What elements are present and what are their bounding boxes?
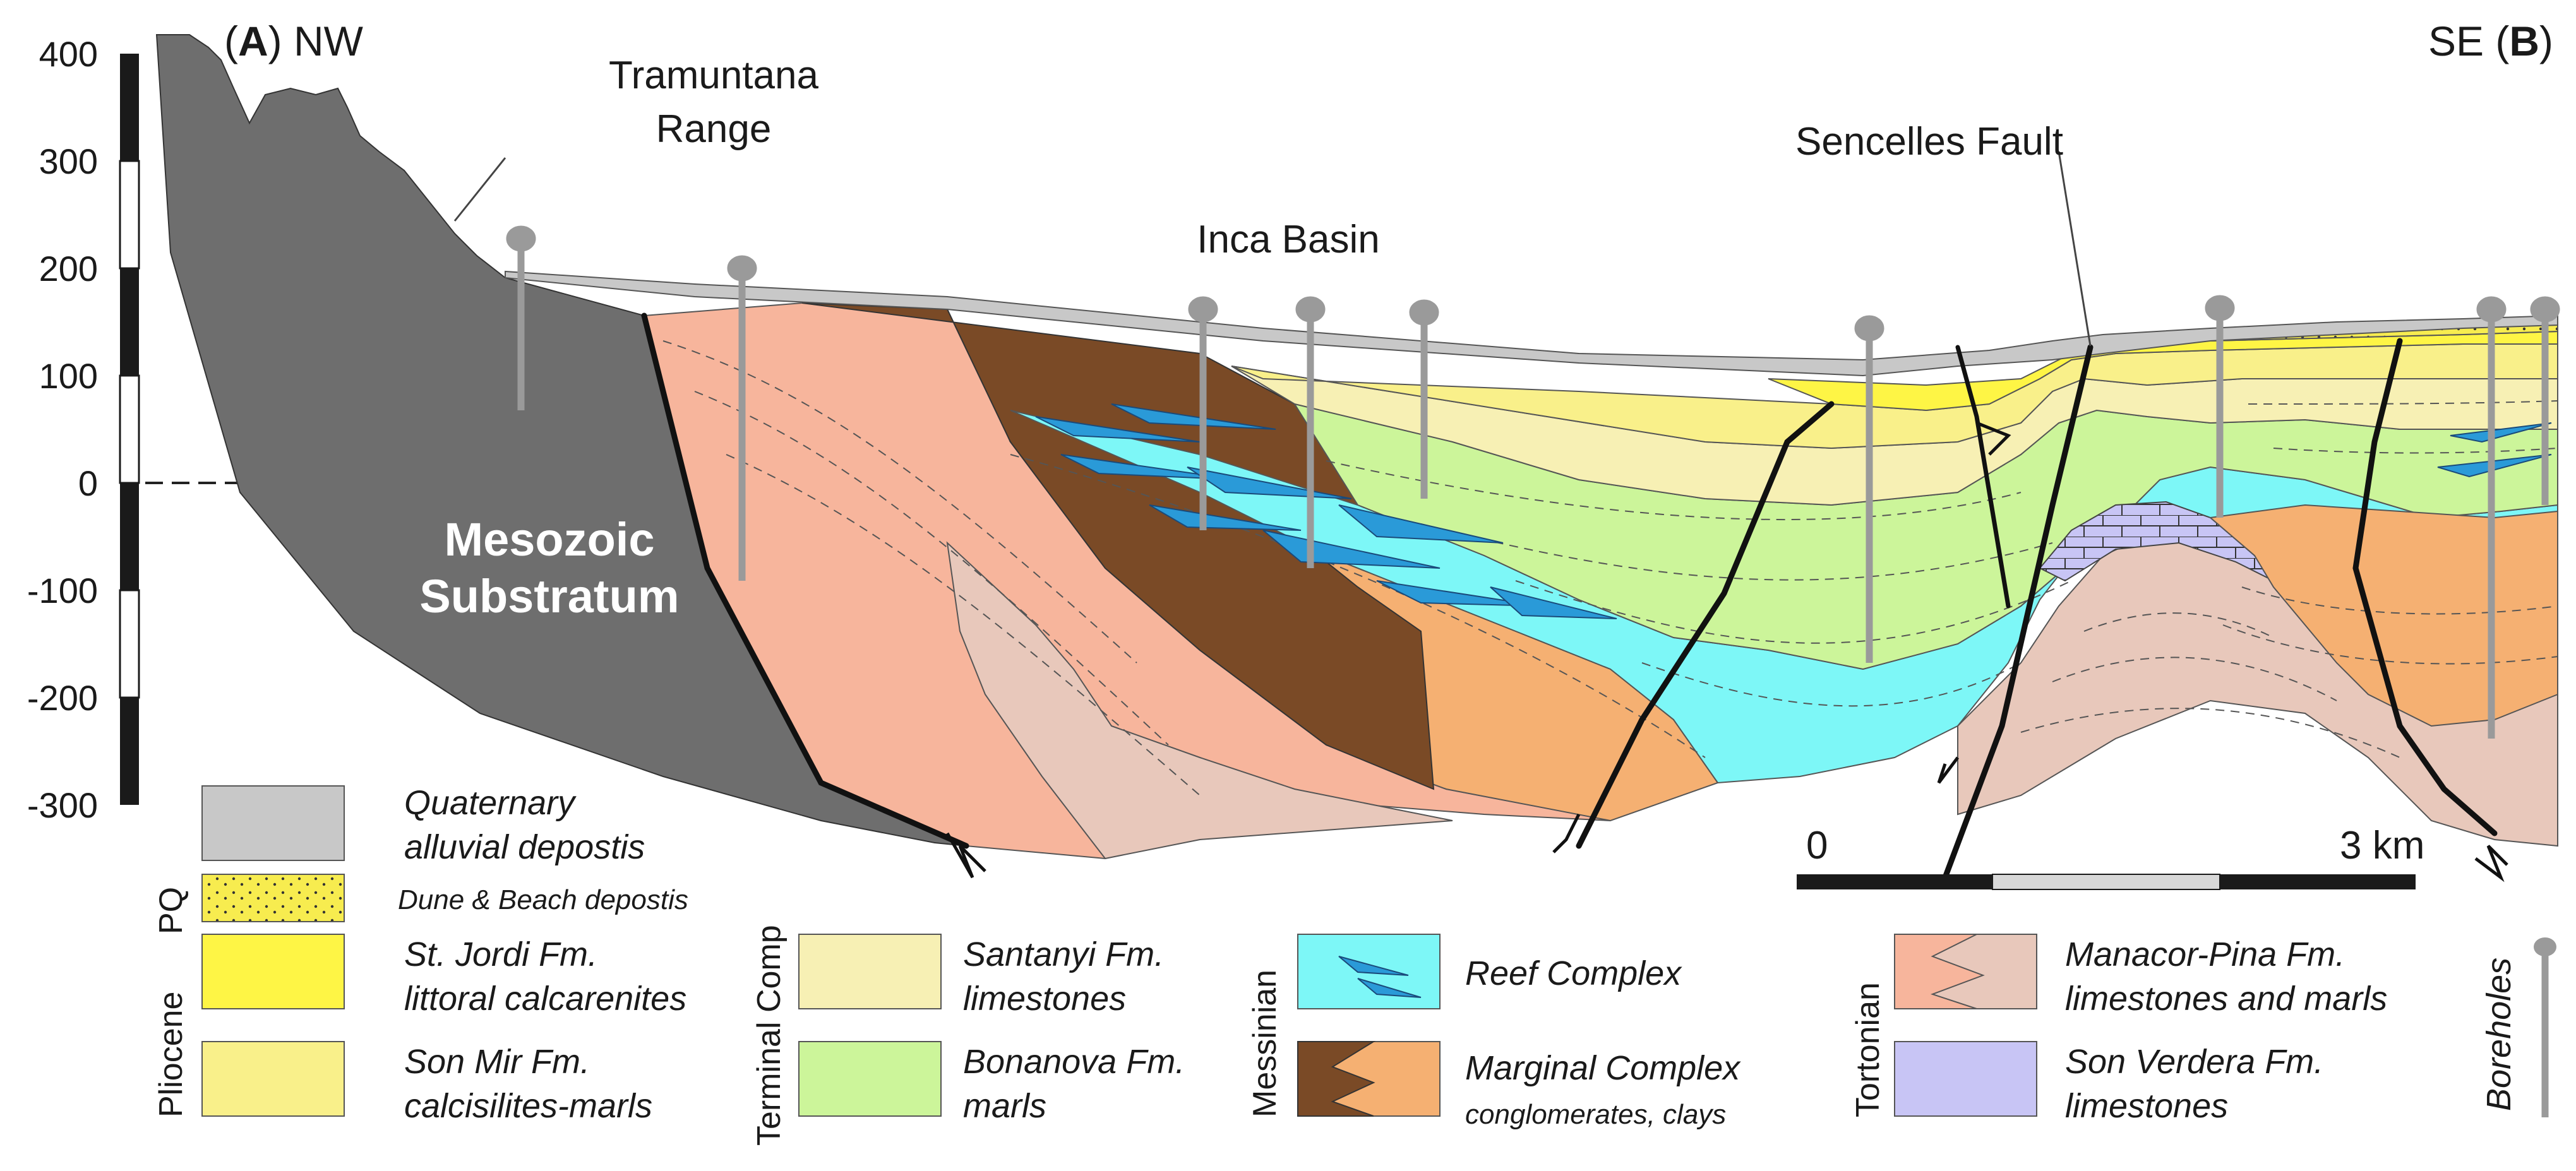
legend-boreholes-label: Boreholes <box>2480 958 2518 1111</box>
legend-bonanova-desc: marls <box>963 1087 1046 1125</box>
fault-leader <box>2058 151 2092 347</box>
legend-jordi-name: St. Jordi Fm. <box>404 936 597 973</box>
substratum-label-2: Substratum <box>419 570 679 622</box>
fault-label: Sencelles Fault <box>1795 120 2063 163</box>
legend-swatch-dune <box>201 874 345 922</box>
elevation-scale: 400 300 200 100 0 -100 -200 -300 <box>27 34 140 825</box>
elevation-tick-label: 100 <box>39 356 98 396</box>
legend-santanyi-desc: limestones <box>963 980 1126 1018</box>
end-b-label: SE (B) <box>2428 18 2553 64</box>
elevation-tick-label: 400 <box>39 34 98 74</box>
legend-marginal-name: Marginal Complex <box>1465 1049 1741 1087</box>
range-label-1: Tramuntana <box>609 54 818 97</box>
legend-group-tortonian: Tortonian <box>1850 982 1886 1117</box>
legend-manacor-wedge-icon <box>1894 934 1985 1009</box>
legend-manacor-name: Manacor-Pina Fm. <box>2065 936 2345 973</box>
range-leader <box>453 157 506 222</box>
elevation-tick-label: 0 <box>78 463 98 503</box>
legend: Quaternary alluvial depostis Dune & Beac… <box>153 784 2556 1146</box>
scale-start: 0 <box>1806 824 1828 867</box>
faults <box>641 312 2498 881</box>
elevation-tick-label: -100 <box>27 571 98 610</box>
reef-lenses <box>1035 403 2552 619</box>
legend-verdera-desc: limestones <box>2065 1087 2228 1125</box>
basin-label: Inca Basin <box>1197 218 1380 261</box>
scale-end: 3 km <box>2340 824 2424 867</box>
legend-dune-name: Dune & Beach depostis <box>398 884 688 915</box>
legend-swatch-verdera <box>1894 1041 2037 1117</box>
legend-marginal-desc: conglomerates, clays <box>1465 1099 1726 1130</box>
legend-swatch-santanyi <box>798 934 942 1009</box>
legend-group-messinian: Messinian <box>1247 970 1283 1117</box>
legend-swatch-quaternary <box>201 785 345 861</box>
legend-quaternary-name: Quaternary <box>404 784 577 822</box>
legend-group-terminal: Terminal Comp <box>751 925 788 1146</box>
manacor-pina-west-light <box>946 541 1453 860</box>
legend-swatch-sonmir <box>201 1041 345 1117</box>
legend-verdera-name: Son Verdera Fm. <box>2065 1043 2323 1081</box>
fault-arrows <box>945 421 2508 883</box>
elevation-tick-label: -200 <box>27 678 98 718</box>
legend-swatch-jordi <box>201 934 345 1009</box>
mesozoic-substratum <box>155 34 967 847</box>
legend-sonmir-name: Son Mir Fm. <box>404 1043 590 1081</box>
elevation-tick-label: 300 <box>39 141 98 181</box>
legend-swatch-bonanova <box>798 1041 942 1117</box>
boreholes <box>506 225 2560 739</box>
range-label-2: Range <box>656 107 772 151</box>
legend-reef-lens-icon <box>1338 956 1422 998</box>
legend-santanyi-name: Santanyi Fm. <box>963 936 1164 973</box>
legend-sonmir-desc: calcisilites-marls <box>404 1087 652 1125</box>
legend-borehole-head-icon <box>2534 937 2556 956</box>
legend-quaternary-desc: alluvial depostis <box>404 828 645 866</box>
legend-group-pliocene: Pliocene <box>153 992 189 1117</box>
bedding-lines <box>662 340 2558 796</box>
legend-jordi-desc: littoral calcarenites <box>404 980 686 1018</box>
legend-bonanova-name: Bonanova Fm. <box>963 1043 1185 1081</box>
elevation-tick-label: 200 <box>39 249 98 288</box>
legend-reef-name: Reef Complex <box>1465 954 1682 992</box>
substratum-label-1: Mesozoic <box>444 513 654 566</box>
legend-marginal-wedge-icon <box>1297 1041 1376 1117</box>
legend-manacor-desc: limestones and marls <box>2065 980 2387 1018</box>
distance-scale: 0 3 km <box>1797 824 2424 890</box>
elevation-tick-label: -300 <box>27 785 98 825</box>
end-a-label: (A) NW <box>224 18 364 64</box>
legend-group-pq: PQ <box>153 887 189 934</box>
